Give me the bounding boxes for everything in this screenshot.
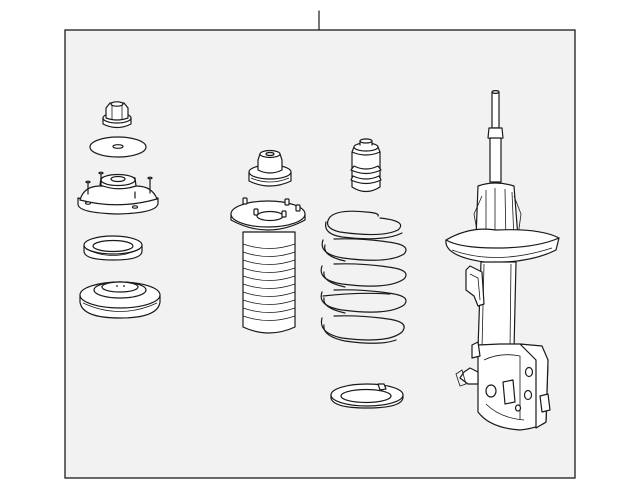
coil-spring-icon [320,210,407,344]
lower-insulator-icon [330,383,404,409]
bump-stop-icon [350,138,382,193]
strut-nut-icon [102,101,132,129]
dust-boot-icon [230,197,306,334]
upper-mount-icon [77,171,159,215]
bump-stop-cap-icon [248,149,292,187]
strut-assembly-icon [445,89,560,431]
washer-icon [89,136,147,158]
spring-seat-icon [79,281,161,319]
bearing-icon [83,235,143,261]
